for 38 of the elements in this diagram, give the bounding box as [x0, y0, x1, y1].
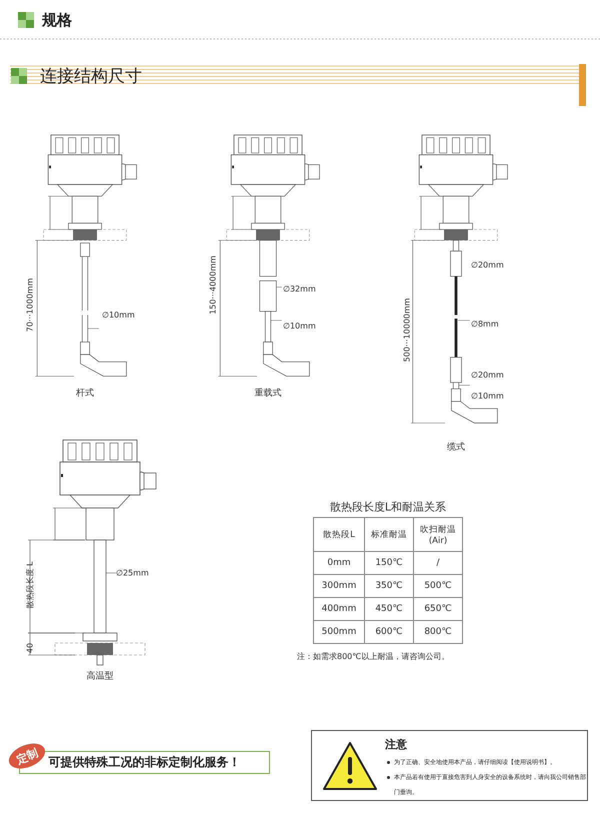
figure-caption: 缆式 — [447, 441, 465, 454]
notice-box — [311, 730, 588, 801]
diameter-label: ∅20mm — [471, 370, 504, 380]
table-cell: 600℃ — [364, 620, 414, 644]
dimension-label: 散热段长度 L — [24, 562, 36, 608]
table-cell: 500mm — [314, 620, 364, 644]
diameter-label: ∅10mm — [283, 322, 316, 330]
diameter-label: ∅20mm — [471, 260, 504, 270]
diameter-label: ∅10mm — [102, 310, 135, 320]
diameter-label: ∅25mm — [116, 568, 149, 578]
notice-heading: 注意 — [385, 737, 407, 752]
table-cell: 350℃ — [364, 574, 414, 598]
diameter-label: ∅8mm — [471, 320, 499, 328]
table-cell: 0mm — [314, 552, 364, 574]
section-heading: 连接结构尺寸 — [40, 66, 142, 88]
dimension-label: 500···10000mm — [402, 298, 412, 362]
table-cell: 800℃ — [413, 620, 462, 644]
dimension-label: 40 — [26, 642, 34, 654]
header-cell: 吹扫耐温 (Air) — [413, 518, 462, 552]
dimension-label: 150···4000mm — [208, 256, 218, 314]
header-cell: 散热段L — [314, 518, 364, 552]
dimension-label: 70···1000mm — [26, 278, 34, 332]
footnote: 注：如需求800℃以上耐温，请咨询公司。 — [297, 651, 450, 662]
figure-caption: 高温型 — [86, 670, 114, 682]
table-cell: 300mm — [314, 574, 364, 598]
figure-caption: 杆式 — [76, 387, 94, 400]
page-title: 规格 — [42, 11, 72, 30]
table-cell: / — [413, 552, 462, 574]
table-cell: 150℃ — [364, 552, 414, 574]
table-title: 散热段长度L和耐温关系 — [330, 500, 446, 514]
diameter-label: ∅10mm — [471, 392, 504, 400]
table-cell: 400mm — [314, 598, 364, 620]
table-cell: 500℃ — [413, 574, 462, 598]
table-cell: 650℃ — [413, 598, 462, 620]
figure-caption: 重载式 — [254, 387, 282, 400]
diameter-label: ∅32mm — [283, 284, 316, 294]
table-cell: 450℃ — [364, 598, 414, 620]
header-cell: 标准耐温 — [364, 518, 414, 552]
